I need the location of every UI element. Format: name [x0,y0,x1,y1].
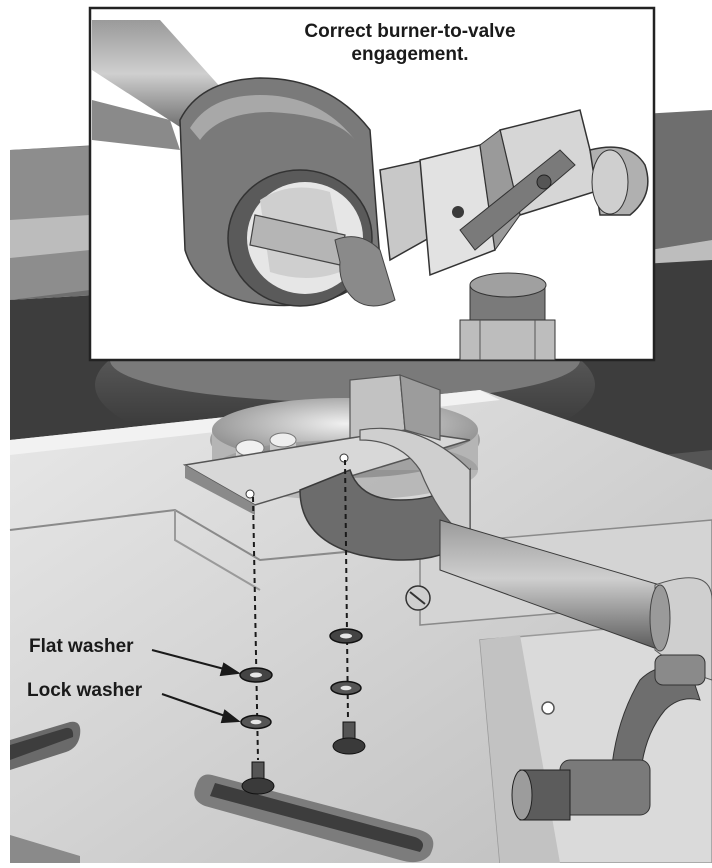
inset-caption-line-1: Correct burner-to-valve [304,21,516,42]
inset-caption-line-2: engagement. [351,44,469,65]
left-flat-washer [239,667,273,683]
inset-caption: Correct burner-to-valve engagement. [230,20,590,66]
left-lock-washer [240,714,272,730]
left-screw [241,761,275,795]
lock-washer-label: Lock washer [27,680,143,701]
right-flat-washer [329,628,363,644]
flat-washer-label: Flat washer [29,636,134,657]
right-screw [332,721,366,755]
engagement-inset [88,6,656,362]
right-lock-washer [330,680,362,696]
lock-washer-arrow [161,693,241,724]
flat-washer-arrow [151,649,241,677]
